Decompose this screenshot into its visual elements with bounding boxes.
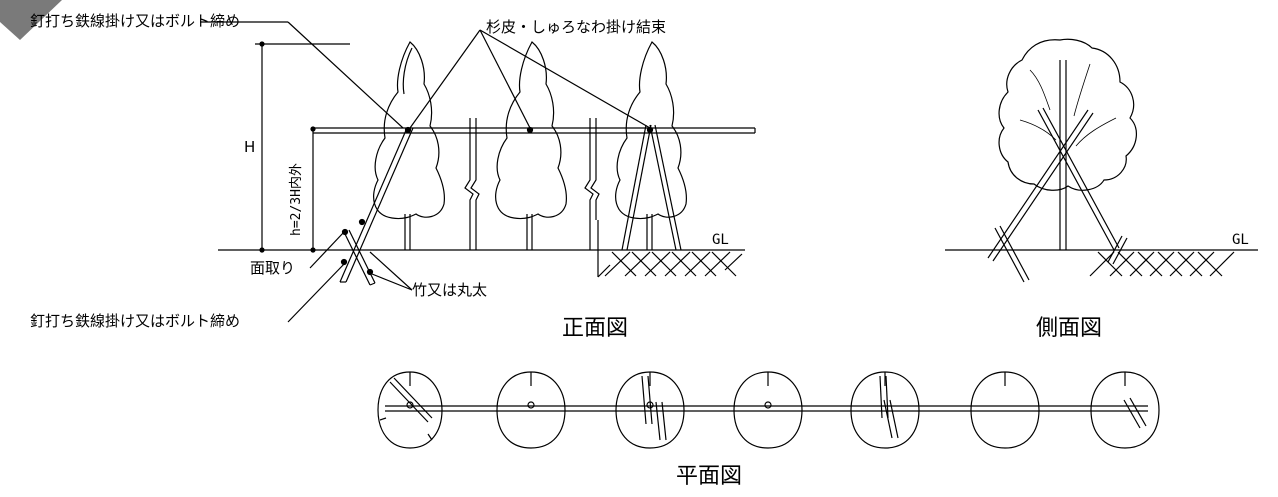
- plan-view-drawing: [377, 371, 1160, 449]
- leader-nail-top: [287, 21, 404, 129]
- side-ground-hatch: [1089, 251, 1235, 277]
- view-title-front: 正面図: [562, 316, 629, 341]
- label-binding: 杉皮・しゅろなわ掛け結束: [486, 18, 667, 36]
- view-title-plan: 平面図: [676, 464, 743, 489]
- label-h-ratio: h=2/3H内外: [289, 163, 304, 236]
- corner-tab: [0, 0, 62, 40]
- label-gl-front: GL: [712, 232, 729, 248]
- break-symbol-2: [584, 118, 594, 250]
- leader-bamboo-1: [369, 251, 413, 291]
- plan-tree-6: [970, 371, 1040, 449]
- plan-tree-3: [615, 371, 685, 449]
- side-tree-crown: [998, 38, 1137, 191]
- leader-bamboo-2: [371, 273, 413, 291]
- leader-chamfer: [309, 231, 345, 269]
- break-symbol-1: [464, 118, 474, 250]
- leader-binding-2: [479, 29, 531, 129]
- side-view-drawing: [945, 38, 1258, 283]
- label-bamboo: 竹又は丸太: [412, 281, 488, 299]
- leader-nail-bottom: [287, 261, 347, 323]
- plan-tree-1: [377, 371, 443, 449]
- plan-tree-7: [1090, 371, 1160, 449]
- label-gl-side: GL: [1232, 232, 1249, 248]
- front-tree-3: [615, 41, 687, 251]
- label-chamfer: 面取り: [250, 259, 296, 277]
- label-nail-wire-bottom: 釘打ち鉄線掛け又はボルト締め: [30, 312, 241, 330]
- side-stake-left: [994, 227, 1025, 283]
- plan-tree-2: [496, 371, 566, 449]
- label-h-symbol: H: [244, 138, 256, 156]
- front-tree-2: [495, 41, 567, 250]
- plan-tree-4: [733, 371, 803, 449]
- side-pole-left: [987, 109, 1089, 259]
- label-nail-wire-top: 釘打ち鉄線掛け又はボルト締め: [30, 12, 241, 30]
- diagonal-brace-pole: [339, 127, 414, 283]
- leader-binding-1: [409, 29, 481, 129]
- front-ground-hatch: [597, 220, 743, 278]
- front-view-drawing: [200, 21, 756, 323]
- view-title-side: 側面図: [1036, 316, 1103, 341]
- front-tree-1: [373, 41, 445, 250]
- plan-tree-5: [850, 371, 920, 449]
- side-stake-right: [1107, 235, 1123, 263]
- side-pole-right: [1037, 109, 1115, 251]
- leader-binding-3: [479, 29, 651, 129]
